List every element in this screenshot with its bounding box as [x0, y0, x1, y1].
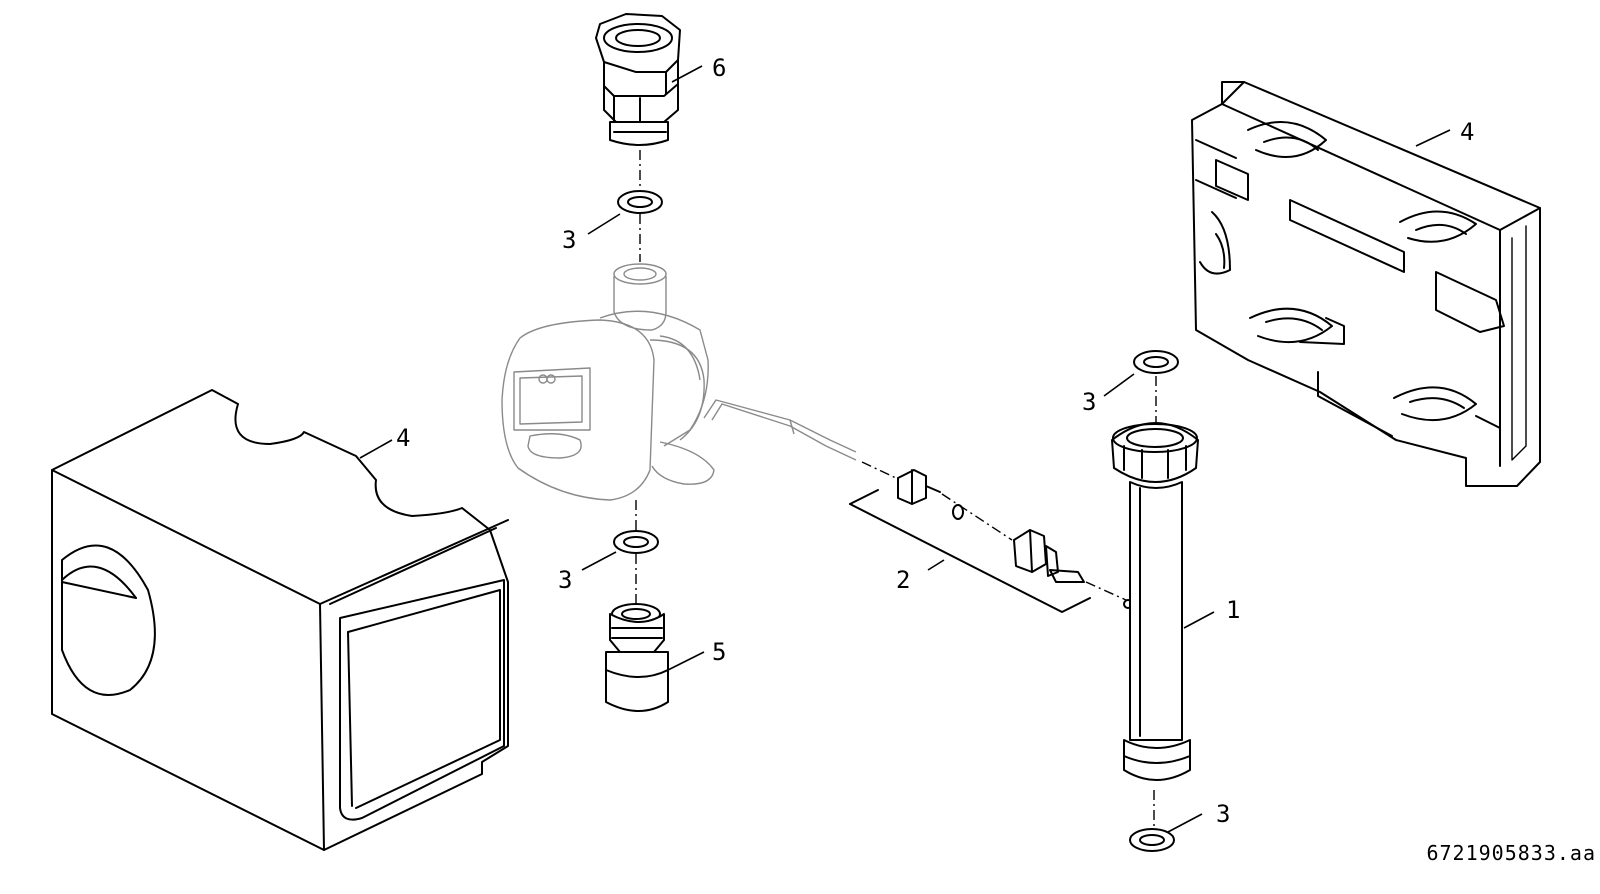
insulation-shell-back: [1191, 81, 1541, 487]
fitting-bottom: [605, 603, 669, 712]
callout-seal-pipe-top: 3: [1082, 388, 1096, 416]
callout-fitting-bottom: 5: [712, 638, 726, 666]
assembly-axes: [635, 150, 1157, 828]
connecting-pipe: [1111, 422, 1199, 781]
seal-ring-pump-bottom: [613, 530, 659, 554]
seal-ring-pipe-bottom: [1129, 828, 1175, 852]
callout-seal-pump-bottom: 3: [558, 566, 572, 594]
circulation-pump: [501, 263, 857, 501]
seal-ring-pipe-top: [1133, 350, 1179, 374]
document-number: 6721905833.aa: [1426, 841, 1596, 865]
callout-pipe: 1: [1226, 596, 1240, 624]
callout-seal-pipe-bottom: 3: [1216, 800, 1230, 828]
sensor-set: [849, 469, 1133, 613]
callout-insulation-back: 4: [1460, 118, 1474, 146]
insulation-shell-front: [51, 389, 509, 851]
callout-insulation-front: 4: [396, 424, 410, 452]
callout-seal-pump-top: 3: [562, 226, 576, 254]
fitting-top: [595, 13, 681, 146]
callout-sensor-set: 2: [896, 566, 910, 594]
leader-lines: [359, 65, 1451, 833]
callout-fitting-top: 6: [712, 54, 726, 82]
seal-ring-pump-top: [617, 190, 663, 214]
